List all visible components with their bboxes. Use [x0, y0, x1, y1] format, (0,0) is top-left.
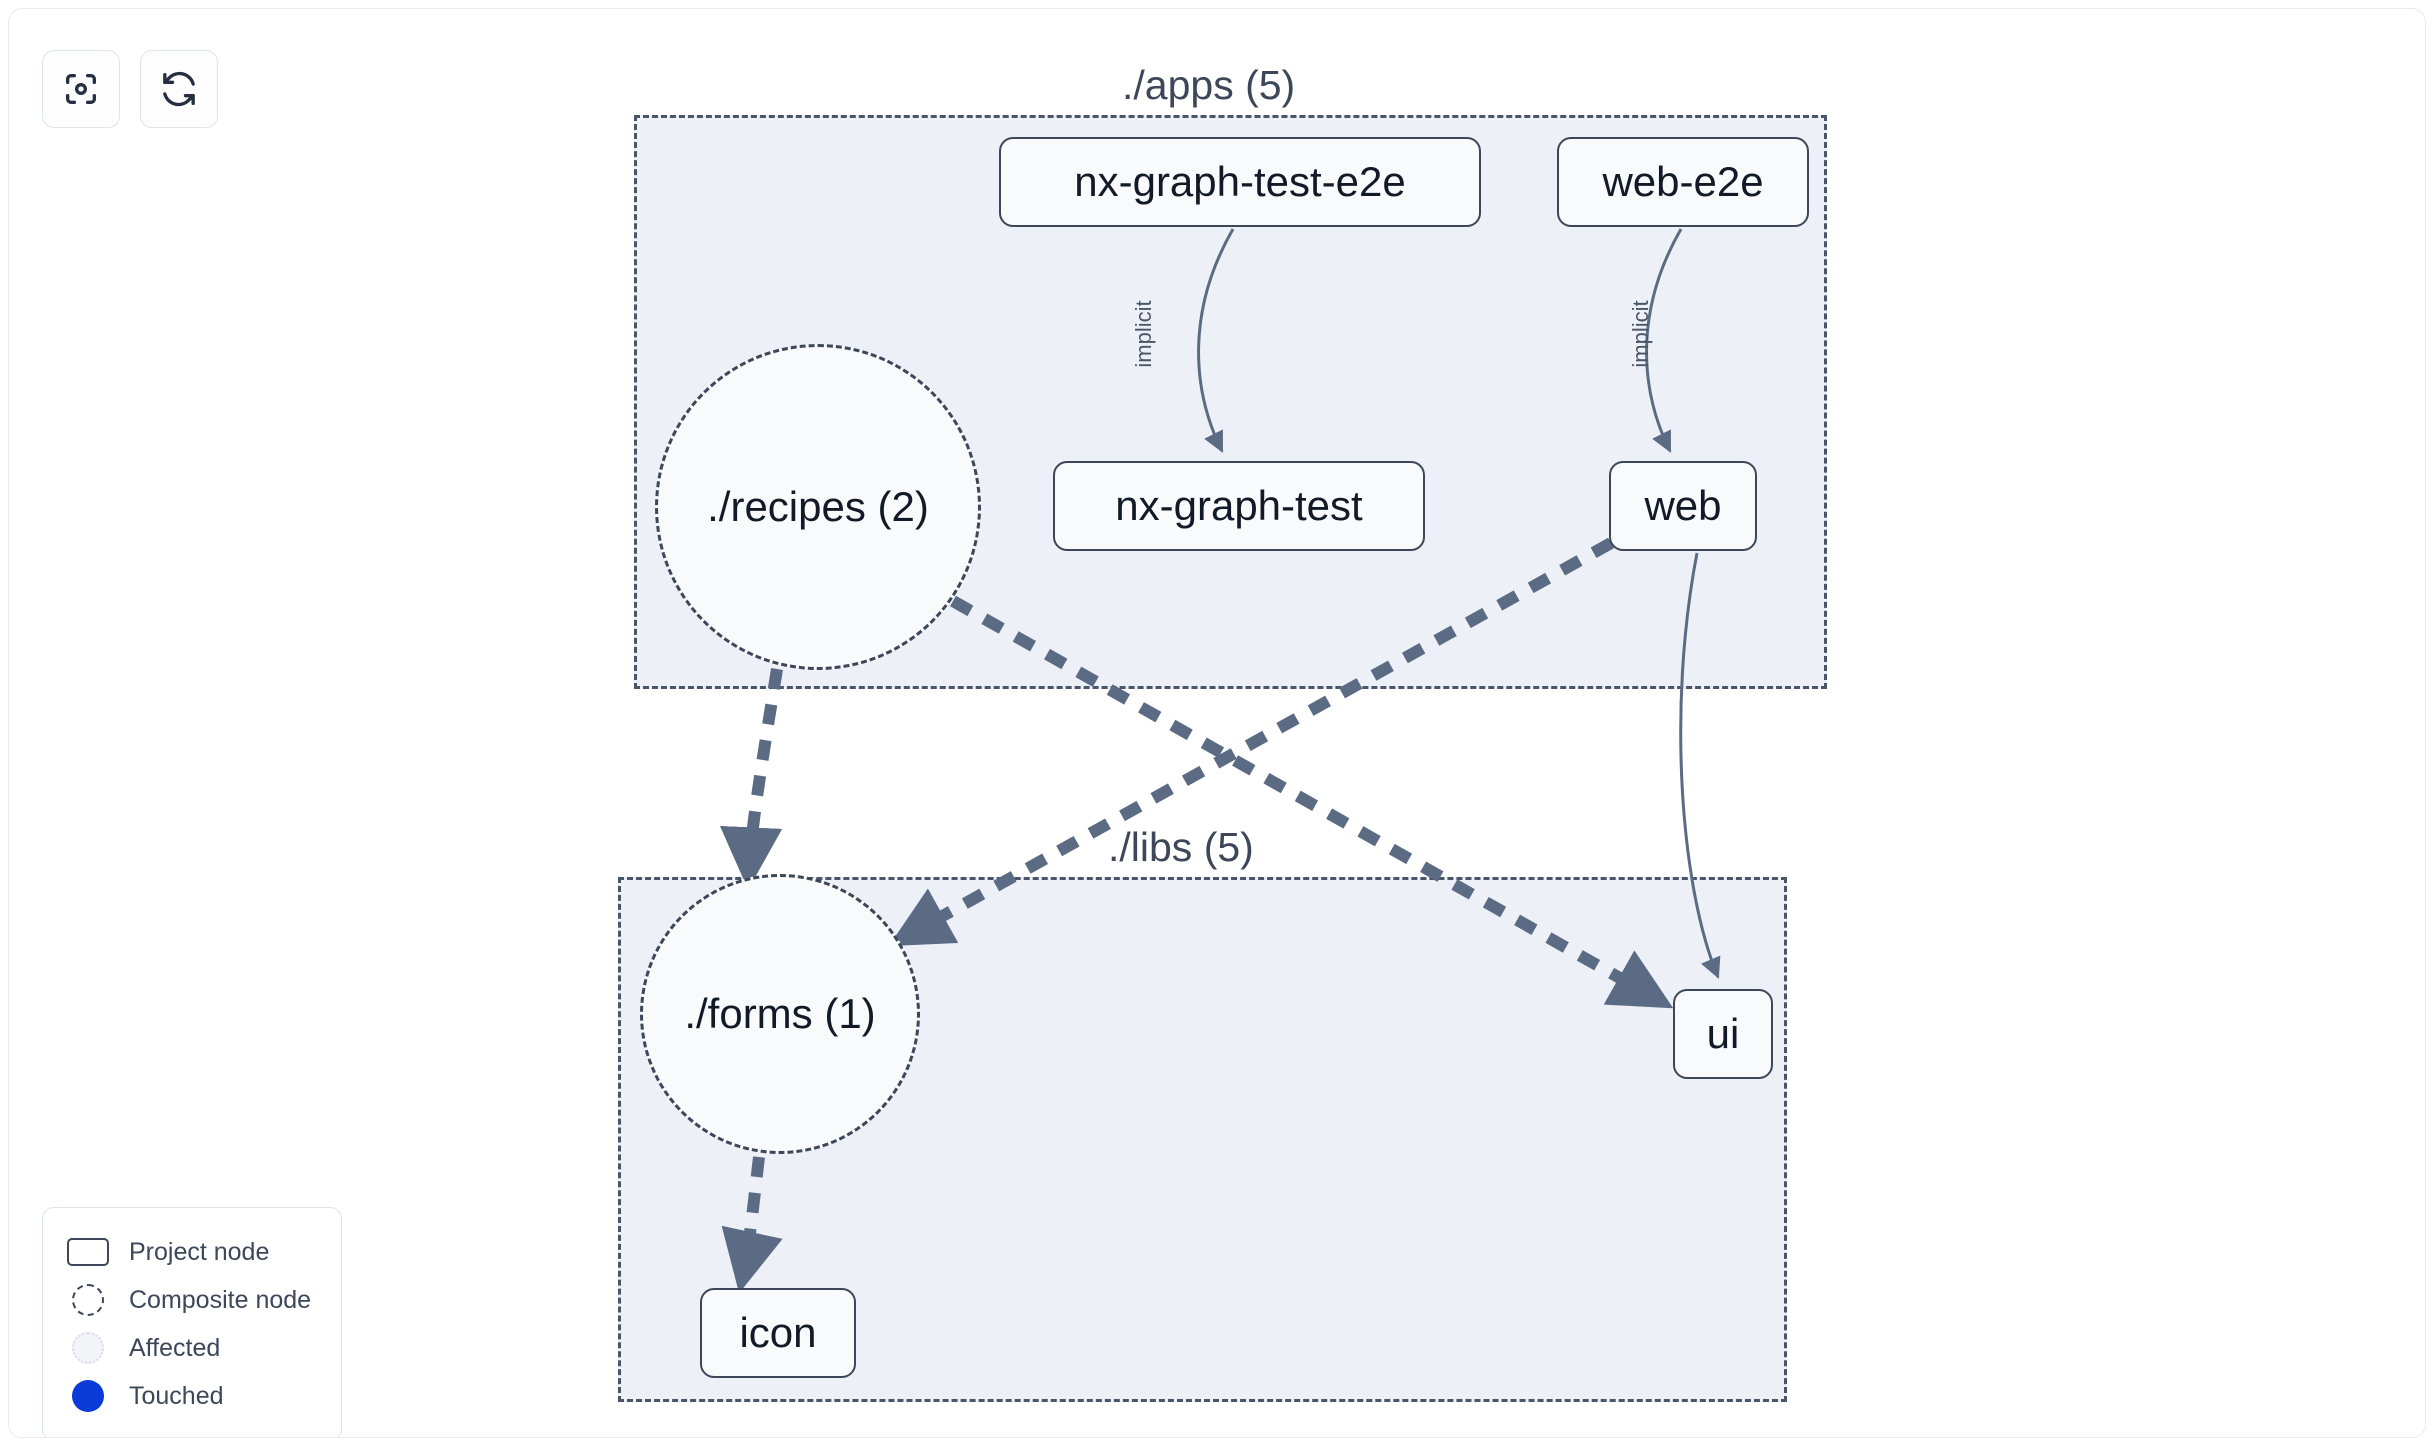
edge-label-implicit-2: implicit — [1628, 300, 1653, 368]
legend-label-composite-node: Composite node — [129, 1285, 312, 1314]
project-node-web[interactable]: web — [1609, 461, 1757, 551]
group-label-libs: ./libs (5) — [1108, 824, 1254, 870]
project-node-icon[interactable]: icon — [700, 1288, 856, 1378]
legend-item-touched: Touched — [65, 1372, 319, 1420]
focus-target-icon — [61, 69, 101, 109]
legend-label-touched: Touched — [129, 1381, 224, 1410]
graph-legend: Project node Composite node Affected Tou… — [42, 1207, 342, 1437]
focus-graph-button[interactable] — [42, 50, 120, 128]
graph-stage[interactable]: ./apps (5) ./libs (5) — [9, 9, 2425, 1437]
edge-label-implicit-1: implicit — [1131, 300, 1156, 368]
legend-item-affected: Affected — [65, 1324, 319, 1372]
project-node-web-e2e[interactable]: web-e2e — [1557, 137, 1809, 227]
graph-canvas[interactable]: ./apps (5) ./libs (5) — [8, 8, 2426, 1438]
legend-label-project-node: Project node — [129, 1237, 270, 1266]
legend-item-project-node: Project node — [65, 1228, 319, 1276]
project-node-swatch — [65, 1238, 111, 1266]
legend-label-affected: Affected — [129, 1333, 221, 1362]
group-label-apps: ./apps (5) — [1122, 62, 1296, 108]
composite-node-forms[interactable]: ./forms (1) — [640, 874, 920, 1154]
project-node-ui[interactable]: ui — [1673, 989, 1773, 1079]
refresh-graph-button[interactable] — [140, 50, 218, 128]
composite-node-recipes[interactable]: ./recipes (2) — [655, 344, 981, 670]
edge-recipes-to-forms — [719, 668, 783, 890]
touched-swatch — [65, 1380, 111, 1412]
graph-toolbar — [42, 50, 218, 128]
project-node-nx-graph-test-e2e[interactable]: nx-graph-test-e2e — [999, 137, 1481, 227]
legend-item-composite-node: Composite node — [65, 1276, 319, 1324]
composite-node-swatch — [65, 1284, 111, 1316]
project-node-nx-graph-test[interactable]: nx-graph-test — [1053, 461, 1425, 551]
refresh-icon — [159, 69, 199, 109]
affected-swatch — [65, 1332, 111, 1364]
